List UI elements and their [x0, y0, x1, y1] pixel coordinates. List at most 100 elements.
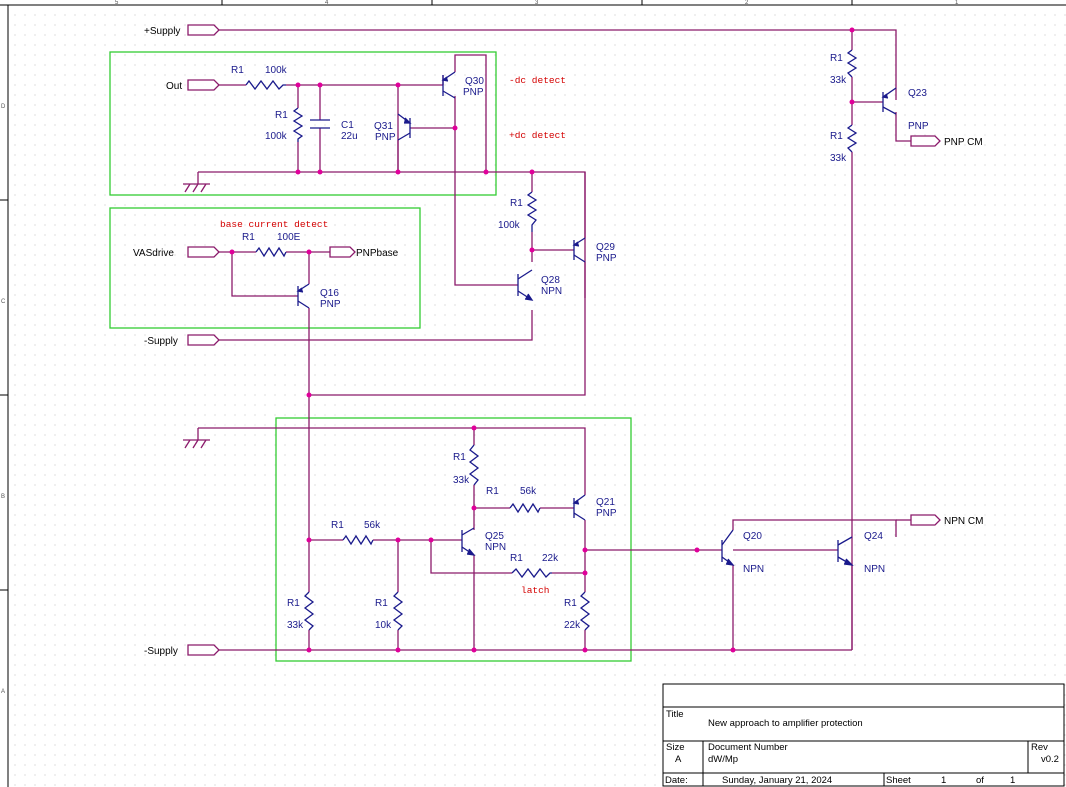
r-out-sh-ref: R1	[275, 110, 288, 121]
r-56k-a-val: 56k	[520, 486, 537, 497]
resistor-bottom-cm	[846, 124, 858, 153]
port-vasdrive: VASdrive	[133, 248, 174, 259]
r-out-sh-val: 100k	[265, 131, 288, 142]
transistor-q24	[837, 536, 854, 566]
q25-ref: Q25	[485, 531, 504, 542]
port-supply-neg-2: -Supply	[144, 646, 178, 657]
c1-ref: C1	[341, 120, 354, 131]
resistor-q21-base	[468, 444, 480, 486]
q29-ref: Q29	[596, 242, 615, 253]
wires	[198, 29, 911, 651]
tb-rev-label: Rev	[1031, 742, 1048, 753]
r-out-ser-ref: R1	[231, 65, 244, 76]
resistor-top-cm	[846, 49, 858, 78]
port-npn-cm: NPN CM	[944, 516, 983, 527]
r-right-22k-val: 22k	[564, 620, 581, 631]
transistor-q16	[296, 283, 310, 309]
port-supply-pos: +Supply	[144, 26, 180, 37]
border-row-d: D	[1, 104, 6, 110]
resistor-q29-bias	[526, 191, 538, 232]
ground-symbol-mid	[183, 428, 210, 449]
transistor-q25	[461, 527, 476, 556]
r-vas-ref: R1	[242, 232, 255, 243]
tb-of-label: of	[976, 775, 984, 786]
transistor-q29	[572, 237, 586, 263]
q31-ref: Q31	[374, 121, 393, 132]
q29-type: PNP	[596, 253, 617, 264]
q30-ref: Q30	[465, 76, 484, 87]
q16-ref: Q16	[320, 288, 339, 299]
annotation-neg-dc: -dc detect	[509, 75, 566, 86]
border-col-5: 5	[115, 0, 119, 6]
r-q29-ref: R1	[510, 198, 523, 209]
border-col-1: 1	[955, 0, 959, 6]
border-col-3: 3	[535, 0, 539, 6]
q21-ref: Q21	[596, 497, 615, 508]
resistor-latch	[511, 567, 552, 579]
resistor-out-series	[245, 79, 286, 91]
c1-val: 22u	[341, 131, 358, 142]
r-10k-val: 10k	[375, 620, 392, 631]
transistor-q20	[721, 529, 735, 566]
border-row-c: C	[1, 299, 6, 305]
q24-ref: Q24	[864, 531, 883, 542]
r-q21-base-ref: R1	[453, 452, 466, 463]
r-56k-b-val: 56k	[364, 520, 381, 531]
r-56k-b-ref: R1	[331, 520, 344, 531]
annotation-latch: latch	[521, 585, 550, 596]
q20-type: NPN	[743, 564, 764, 575]
r-left-33k-val: 33k	[287, 620, 304, 631]
q30-type: PNP	[463, 87, 484, 98]
r-top-cm-val: 33k	[830, 75, 847, 86]
r-left-33k-ref: R1	[287, 598, 300, 609]
base-current-group-box	[109, 207, 421, 329]
port-pnp-cm: PNP CM	[944, 137, 983, 148]
resistor-10k	[392, 591, 404, 631]
tb-docnum-label: Document Number	[708, 742, 788, 753]
resistor-vas	[255, 246, 287, 258]
tb-date: Sunday, January 21, 2024	[722, 775, 832, 786]
tb-title-label: Title	[666, 709, 684, 720]
r-q29-val: 100k	[498, 220, 521, 231]
latch-group-box	[275, 417, 632, 662]
port-pnpbase: PNPbase	[356, 248, 399, 259]
r-56k-a-ref: R1	[486, 486, 499, 497]
transistor-q28	[517, 269, 534, 301]
tb-docnum: dW/Mp	[708, 754, 738, 765]
r-latch-val: 22k	[542, 553, 559, 564]
tb-size-label: Size	[666, 742, 684, 753]
border-col-2: 2	[745, 0, 749, 6]
ground-symbol-top	[183, 172, 210, 193]
q23-ref: Q23	[908, 88, 927, 99]
q25-type: NPN	[485, 542, 506, 553]
q31-type: PNP	[375, 132, 396, 143]
dot-grid	[10, 8, 1066, 787]
r-latch-ref: R1	[510, 553, 523, 564]
resistor-right-22k	[579, 591, 591, 631]
border-row-b: B	[1, 494, 5, 500]
tb-rev: v0.2	[1041, 754, 1059, 765]
resistor-out-shunt	[292, 107, 304, 142]
r-bot-cm-val: 33k	[830, 153, 847, 164]
resistor-left-33k	[303, 591, 315, 631]
border-col-4: 4	[325, 0, 329, 6]
annotation-base-current: base current detect	[220, 219, 328, 230]
tb-size: A	[675, 754, 682, 765]
tb-sheets: 1	[1010, 775, 1015, 786]
resistor-56k-a	[509, 502, 541, 514]
tb-title: New approach to amplifier protection	[708, 718, 863, 729]
transistor-q21	[572, 494, 586, 521]
port-shapes	[187, 24, 941, 656]
q23-type: PNP	[908, 121, 929, 132]
resistor-56k-b	[342, 534, 374, 546]
title-block-frame	[662, 683, 1065, 787]
r-out-ser-val: 100k	[265, 65, 288, 76]
transistor-q30	[441, 71, 456, 99]
q21-type: PNP	[596, 508, 617, 519]
q16-type: PNP	[320, 299, 341, 310]
border-row-a: A	[1, 689, 5, 695]
junction-dots	[229, 27, 855, 653]
r-top-cm-ref: R1	[830, 53, 843, 64]
transistor-q31	[397, 113, 412, 141]
r-10k-ref: R1	[375, 598, 388, 609]
